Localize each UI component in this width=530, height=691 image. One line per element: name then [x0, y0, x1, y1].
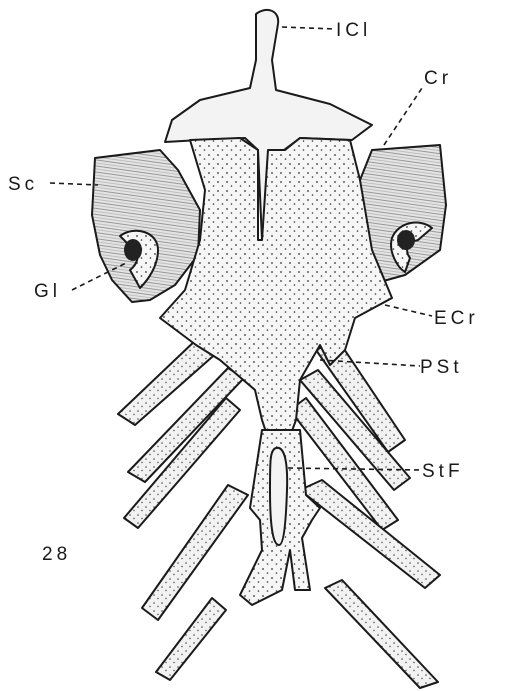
left-glenoid-pit — [124, 239, 142, 261]
rib — [156, 598, 226, 680]
label-sc: Sc — [8, 174, 38, 195]
sc-leader — [50, 183, 98, 185]
label-pst: PSt — [420, 357, 463, 378]
label-gl: Gl — [34, 281, 61, 302]
rib — [325, 580, 438, 688]
sternal-fenestra — [270, 448, 287, 545]
label-ecr: ECr — [434, 308, 479, 329]
right-glenoid-pit — [397, 230, 415, 250]
label-stf: StF — [422, 461, 464, 482]
cr-leader — [384, 85, 424, 145]
label-cr: Cr — [424, 68, 452, 89]
ecr-leader — [385, 305, 432, 316]
figure-number: 28 — [42, 544, 71, 565]
label-icl: ICl — [336, 20, 371, 41]
icl-leader — [282, 27, 335, 29]
